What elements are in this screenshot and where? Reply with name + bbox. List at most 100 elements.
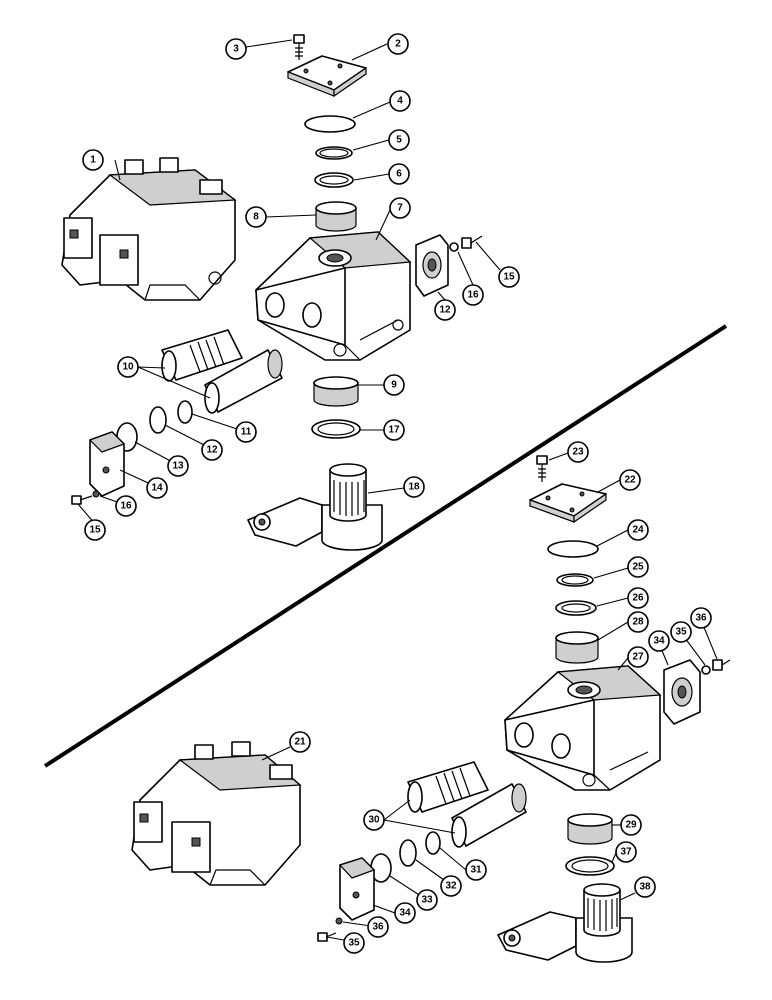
callout-34-left: 34	[394, 902, 416, 924]
svg-text:35: 35	[348, 938, 360, 949]
part-30-spool-lower	[451, 783, 527, 848]
lower-assembly	[131, 452, 731, 963]
callout-15-right: 15	[498, 266, 520, 288]
part-10-spool-upper	[161, 329, 243, 382]
part-1-valve-assembly	[61, 157, 237, 301]
svg-text:35: 35	[675, 627, 687, 638]
part-38-sector-shaft	[497, 883, 633, 963]
svg-text:32: 32	[445, 881, 457, 892]
callout-29: 29	[620, 814, 642, 836]
part-30-spool-upper	[407, 761, 489, 813]
callout-23: 23	[567, 441, 589, 463]
part-14-end-cap-left	[88, 431, 126, 497]
svg-text:29: 29	[625, 820, 637, 831]
part-2-cover-plate	[287, 55, 367, 98]
callout-13: 13	[167, 455, 189, 477]
callout-36-left: 36	[367, 916, 389, 938]
part-37-seal	[565, 856, 615, 876]
svg-text:18: 18	[408, 482, 420, 493]
part-6-ring	[314, 172, 354, 188]
svg-text:26: 26	[632, 593, 644, 604]
upper-leader-lines	[77, 39, 501, 526]
callout-38: 38	[634, 876, 656, 898]
part-22-cover-plate	[529, 483, 607, 524]
svg-text:27: 27	[632, 652, 644, 663]
part-12-end-cap-right	[415, 234, 449, 297]
part-7-valve-housing	[255, 231, 412, 361]
part-8-bushing	[315, 201, 357, 232]
callout-16-right: 16	[462, 284, 484, 306]
svg-text:12: 12	[206, 445, 218, 456]
callout-9: 9	[383, 374, 405, 396]
svg-text:8: 8	[253, 212, 259, 223]
callout-17: 17	[383, 419, 405, 441]
callout-32: 32	[440, 875, 462, 897]
part-5-ring	[315, 146, 353, 160]
svg-text:33: 33	[421, 895, 433, 906]
svg-text:1: 1	[90, 155, 96, 166]
callout-26: 26	[627, 587, 649, 609]
svg-text:23: 23	[572, 447, 584, 458]
svg-text:5: 5	[396, 135, 402, 146]
callout-7: 7	[389, 197, 411, 219]
svg-text:24: 24	[632, 525, 644, 536]
callout-25: 25	[627, 556, 649, 578]
part-10-spool-lower	[204, 349, 283, 414]
svg-text:6: 6	[396, 169, 402, 180]
callout-21: 21	[289, 731, 311, 753]
svg-text:15: 15	[89, 525, 101, 536]
part-29-bushing	[567, 813, 613, 845]
part-15-16-bolt-washer-left	[71, 490, 100, 505]
part-27-valve-housing	[504, 665, 662, 791]
callout-11: 11	[235, 421, 257, 443]
callout-1: 1	[82, 149, 104, 171]
callout-15-left: 15	[84, 519, 106, 541]
callout-30: 30	[363, 809, 385, 831]
svg-text:34: 34	[653, 636, 665, 647]
svg-text:15: 15	[503, 272, 515, 283]
callout-18: 18	[403, 476, 425, 498]
part-17-seal	[311, 419, 361, 439]
part-21-valve-assembly	[131, 741, 302, 886]
callout-2: 2	[387, 33, 409, 55]
svg-text:16: 16	[120, 501, 132, 512]
callout-33: 33	[416, 889, 438, 911]
svg-text:38: 38	[639, 882, 651, 893]
callout-36-right: 36	[690, 607, 712, 629]
svg-text:28: 28	[632, 617, 644, 628]
svg-text:4: 4	[397, 96, 403, 107]
svg-text:22: 22	[624, 475, 636, 486]
callout-34-right: 34	[648, 630, 670, 652]
divider-line	[43, 324, 728, 768]
callout-6: 6	[388, 163, 410, 185]
part-12-o-ring	[149, 406, 167, 434]
callout-22: 22	[619, 469, 641, 491]
svg-text:17: 17	[388, 425, 400, 436]
part-24-o-ring	[547, 540, 599, 558]
part-15-16-bolt-washer-right	[449, 235, 483, 252]
part-4-o-ring	[304, 115, 356, 133]
part-28-bushing	[555, 631, 599, 664]
svg-text:3: 3	[233, 44, 239, 55]
part-9-bushing	[313, 376, 359, 407]
svg-text:34: 34	[399, 908, 411, 919]
callout-27: 27	[627, 646, 649, 668]
svg-text:11: 11	[241, 427, 252, 438]
upper-assembly	[61, 34, 501, 551]
svg-text:7: 7	[397, 203, 403, 214]
svg-text:30: 30	[368, 815, 380, 826]
part-31-o-ring	[425, 831, 441, 855]
part-34-end-cap-left	[338, 857, 376, 921]
callout-31: 31	[465, 859, 487, 881]
svg-text:9: 9	[391, 380, 397, 391]
callout-12-right: 12	[434, 299, 456, 321]
part-35-36-washer-bolt-right	[701, 659, 731, 675]
callout-10: 10	[117, 356, 139, 378]
svg-text:37: 37	[620, 847, 632, 858]
part-3-bolt	[293, 34, 305, 60]
svg-text:21: 21	[294, 737, 306, 748]
part-23-bolt	[536, 455, 548, 482]
part-25-ring	[556, 573, 594, 587]
callout-35-right: 35	[670, 621, 692, 643]
